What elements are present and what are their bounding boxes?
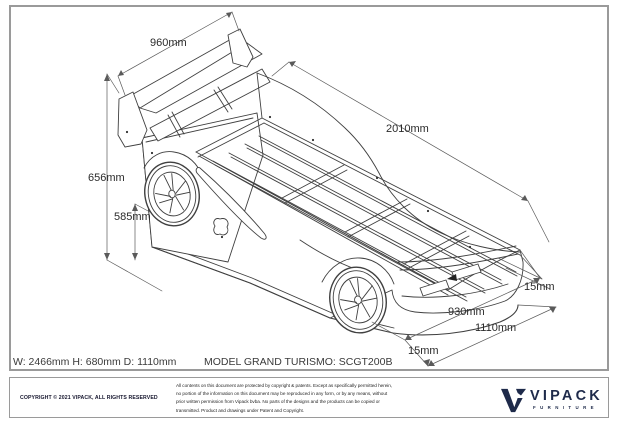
overall-specs: W: 2466mm H: 680mm D: 1110mm (13, 356, 177, 368)
vipack-logo-text: VIPACK (530, 388, 603, 404)
dim-body-height: 585mm (114, 211, 151, 223)
title-block-footer: COPYRIGHT © 2021 VIPACK, ALL RIGHTS RESE… (9, 377, 609, 418)
model-number: MODEL GRAND TURISMO: SCGT200B (204, 356, 393, 368)
spoiler (117, 28, 271, 148)
front-nose (321, 245, 519, 298)
far-side-panel (256, 72, 521, 253)
dim-edge-bottom: 15mm (408, 345, 439, 357)
front-wheel (329, 266, 387, 334)
rivet-dots (125, 115, 472, 249)
vipack-logo-icon (501, 388, 526, 413)
legal-line-3: prior written permission from Vipack bvb… (176, 399, 380, 405)
window-decal (195, 167, 359, 271)
dim-outer-width: 1110mm (475, 322, 517, 334)
rear-wheel (144, 161, 200, 227)
legal-line-4: transmitted. Product and drawings under … (176, 407, 305, 413)
copyright-notice: COPYRIGHT © 2021 VIPACK, ALL RIGHTS RESE… (20, 394, 158, 401)
legal-text: All contents on this document are protec… (176, 382, 421, 416)
vipack-logo: VIPACK FURNITURE (492, 378, 617, 417)
bed-deck-slats (195, 117, 521, 302)
legal-line-1: All contents on this document are protec… (176, 382, 393, 388)
drawing-border-frame (9, 5, 609, 371)
dim-total-height: 656mm (88, 172, 125, 184)
vipack-logo-subtitle: FURNITURE (533, 405, 598, 410)
dim-bed-length: 2010mm (386, 123, 429, 135)
legal-line-2: no portion of the information on this do… (176, 390, 388, 396)
dim-spoiler-width: 960mm (150, 37, 187, 49)
dimension-lines (104, 11, 557, 367)
dim-edge-right: 15mm (524, 281, 555, 293)
dim-inner-width: 930mm (448, 306, 485, 318)
